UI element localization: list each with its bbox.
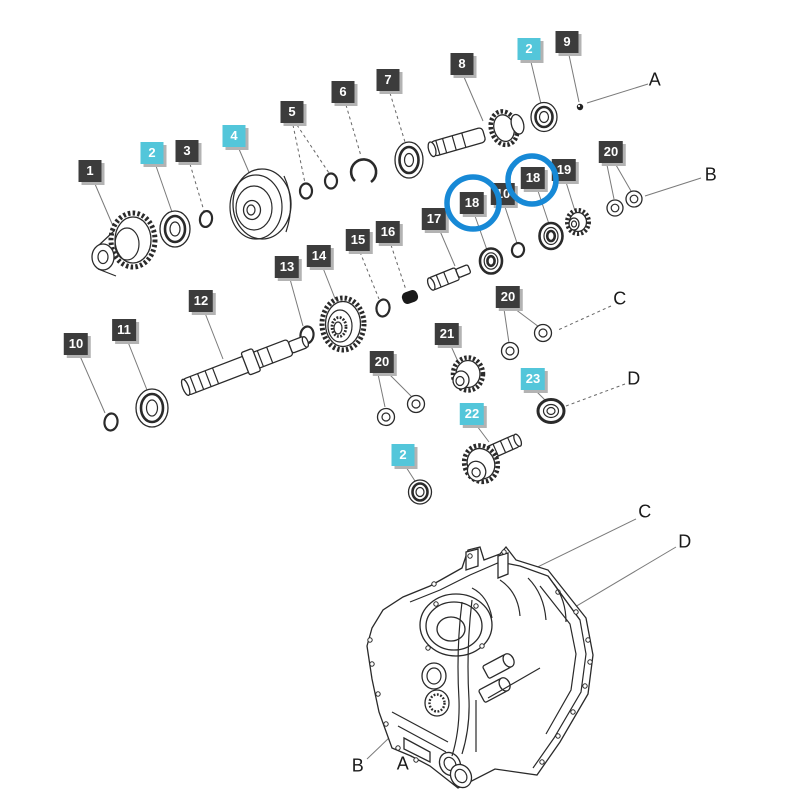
part-label-21[interactable]: 21 [434,323,460,345]
part-14-gear [319,295,367,353]
part-17-shaft-piece [426,264,472,291]
part-label-18-highlighted[interactable]: 18 [520,167,546,189]
part-11-bearing [135,388,169,428]
part-1-splined-coupling [91,210,158,277]
part-label-10[interactable]: 10 [490,183,516,205]
part-22-gear-shaft [461,433,523,485]
part-label-12[interactable]: 12 [188,290,214,312]
reference-letter-A: A [648,69,662,90]
part-15-ring [375,298,391,318]
part-label-20[interactable]: 20 [495,286,521,308]
part-12-main-shaft [180,336,310,396]
part-label-2[interactable]: 2 [391,444,415,466]
part-label-2[interactable]: 2 [517,38,541,60]
part-label-20[interactable]: 20 [369,351,395,373]
part-20-washers-middle [376,394,426,427]
reference-letter-D: D [678,531,692,552]
part-label-16[interactable]: 16 [375,221,401,243]
part-label-11[interactable]: 11 [112,319,136,341]
part-label-3[interactable]: 3 [175,140,199,162]
part-16-plug [401,290,419,304]
part-7-bearing [394,141,424,179]
part-label-22[interactable]: 22 [459,403,485,425]
part-label-8[interactable]: 8 [450,53,474,75]
part-20-washers-upper [500,323,553,361]
part-18-bearing-left [478,247,504,275]
part-4-clutch-drum [229,168,292,240]
part-label-19[interactable]: 19 [551,159,577,181]
part-10-ring-right [510,241,526,259]
leader-lines [79,54,702,760]
part-label-14[interactable]: 14 [306,245,332,267]
part-10-ring-left [103,412,119,432]
part-20-washers-right [606,190,643,217]
part-2-bearing-left [159,210,191,248]
part-6-circlip [349,158,378,184]
gearbox-housing [366,545,594,789]
part-label-23[interactable]: 23 [520,368,546,390]
part-2-bearing-bottom [407,479,433,505]
part-label-17[interactable]: 17 [421,208,447,230]
part-23-seal [536,398,566,424]
part-21-gear [450,355,486,393]
part-label-18-highlighted[interactable]: 18 [459,192,485,214]
reference-letter-A: A [396,753,410,774]
part-label-13[interactable]: 13 [274,256,300,278]
part-label-20[interactable]: 20 [598,141,624,163]
part-5-snap-rings [298,172,339,200]
reference-letter-D: D [627,368,641,389]
reference-letter-B: B [704,164,718,185]
part-label-6[interactable]: 6 [331,81,355,103]
part-19-gear [565,208,591,236]
reference-letter-C: C [638,501,652,522]
part-3-o-ring [198,209,214,229]
part-label-9[interactable]: 9 [555,31,579,53]
part-8-input-shaft [427,109,525,158]
part-label-1[interactable]: 1 [78,160,102,182]
part-label-4[interactable]: 4 [222,125,246,147]
part-label-5[interactable]: 5 [280,101,304,123]
part-9-ball [576,103,584,111]
part-18-bearing-right [538,221,564,251]
reference-letter-C: C [613,288,627,309]
part-label-15[interactable]: 15 [345,229,371,251]
part-label-10[interactable]: 10 [63,333,89,355]
part-label-2[interactable]: 2 [140,142,164,164]
part-label-7[interactable]: 7 [376,69,400,91]
reference-letter-B: B [351,755,365,776]
part-2-bearing-top [530,101,558,133]
